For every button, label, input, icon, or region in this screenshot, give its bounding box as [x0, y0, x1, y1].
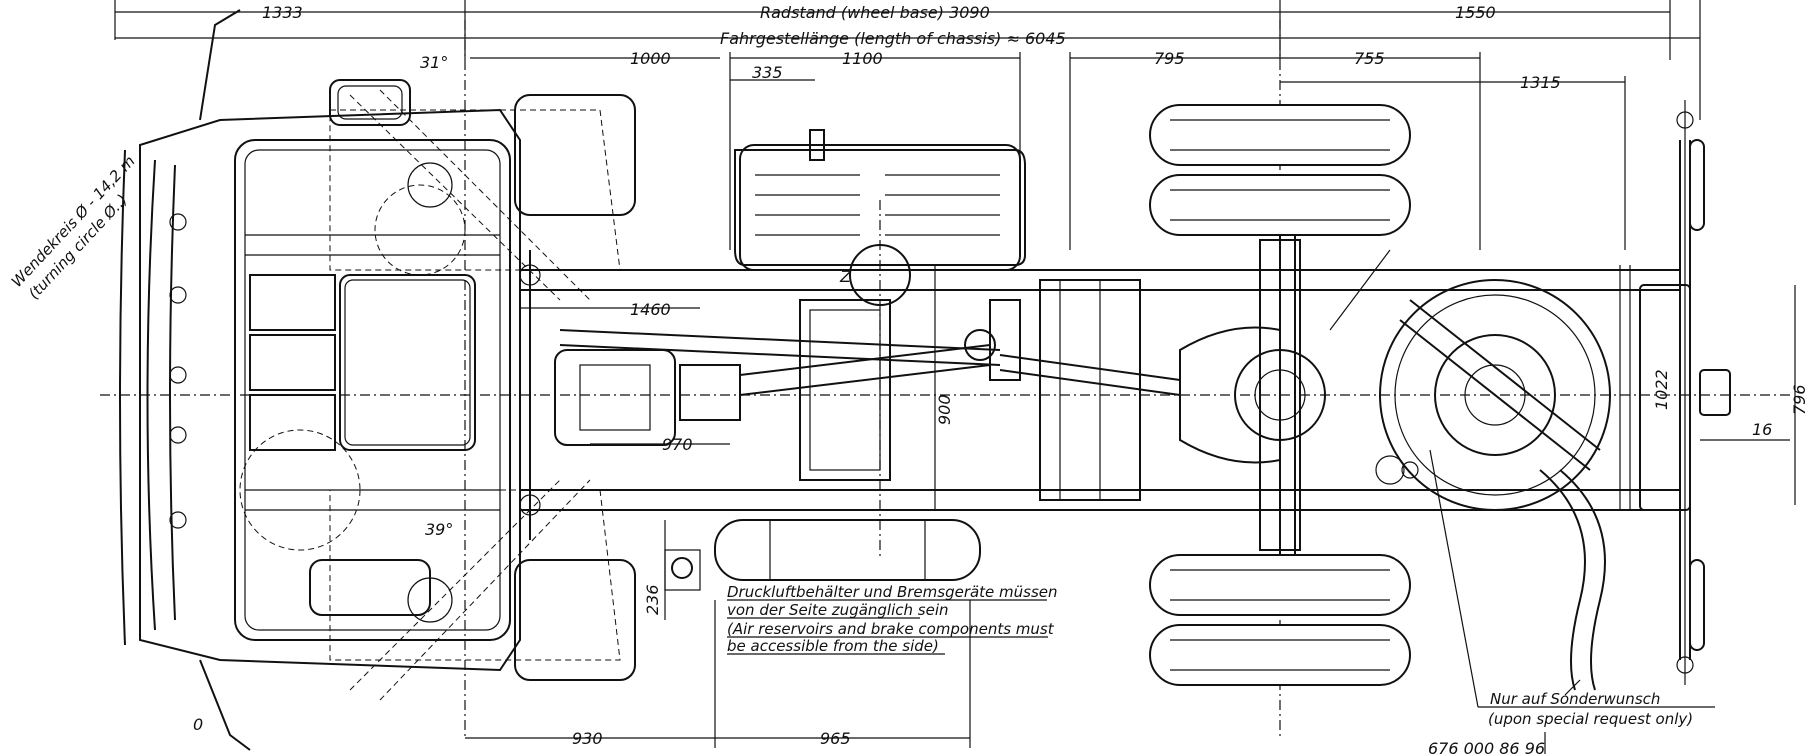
angle-31-label: 31°: [420, 53, 448, 72]
reservoir-note-en-2: be accessible from the side): [727, 637, 939, 655]
bottom-dimension-lines: [465, 600, 1546, 754]
dim-wheelbase: Radstand (wheel base) 3090: [760, 3, 990, 22]
spare-wheel: [1329, 249, 1611, 691]
fuel-tank: [734, 129, 1026, 271]
dim-rear-overhang: 1550: [1455, 3, 1496, 22]
dim-1460: 1460: [630, 300, 671, 319]
top-dimension-lines: [114, 0, 1701, 250]
dim-1315: 1315: [1520, 73, 1561, 92]
dim-chassis-length: Fahrgestellänge (length of chassis) ≈ 60…: [720, 29, 1066, 48]
special-note-en: (upon special request only): [1488, 710, 1693, 728]
dim-900: 900: [935, 394, 954, 425]
dim-965: 965: [820, 729, 851, 748]
dim-236: 236: [643, 584, 662, 615]
zero-label: 0: [193, 715, 203, 734]
special-request-note: Nur auf Sonderwunsch (upon special reque…: [1429, 449, 1715, 728]
z-label: Z: [839, 267, 852, 286]
dim-795: 795: [1154, 49, 1185, 68]
dim-1100: 1100: [842, 49, 883, 68]
dim-755: 755: [1354, 49, 1385, 68]
dim-796: 796: [1790, 384, 1809, 415]
dim-front-overhang: 1333: [262, 3, 303, 22]
driveline: Z: [554, 239, 1326, 551]
drawing-number: 676 000 86 96: [1428, 739, 1545, 754]
air-reservoir: [664, 519, 981, 591]
angle-39-label: 39°: [425, 520, 453, 539]
dim-335: 335: [752, 63, 783, 82]
turning-circle-note: Wendekreis Ø - 14,2 m (turning circle Ø.…: [8, 152, 139, 303]
dim-1022: 1022: [1652, 369, 1671, 410]
reservoir-note-en-1: (Air reservoirs and brake components mus…: [727, 620, 1055, 638]
reservoir-note: Druckluftbehälter und Bremsgeräte müssen…: [727, 583, 1058, 655]
rear-wheels: [1149, 104, 1411, 686]
cab-outline: [119, 9, 636, 751]
turning-circle-de: Wendekreis Ø - 14,2 m: [8, 152, 139, 291]
special-note-de: Nur auf Sonderwunsch: [1490, 690, 1660, 708]
front-axle: [519, 250, 541, 540]
rear-bumper: [1676, 100, 1731, 685]
dim-1000: 1000: [630, 49, 671, 68]
reservoir-note-de-1: Druckluftbehälter und Bremsgeräte müssen: [727, 583, 1058, 601]
reservoir-note-de-2: von der Seite zugänglich sein: [727, 601, 949, 619]
dim-16: 16: [1752, 420, 1772, 439]
dim-930: 930: [572, 729, 603, 748]
